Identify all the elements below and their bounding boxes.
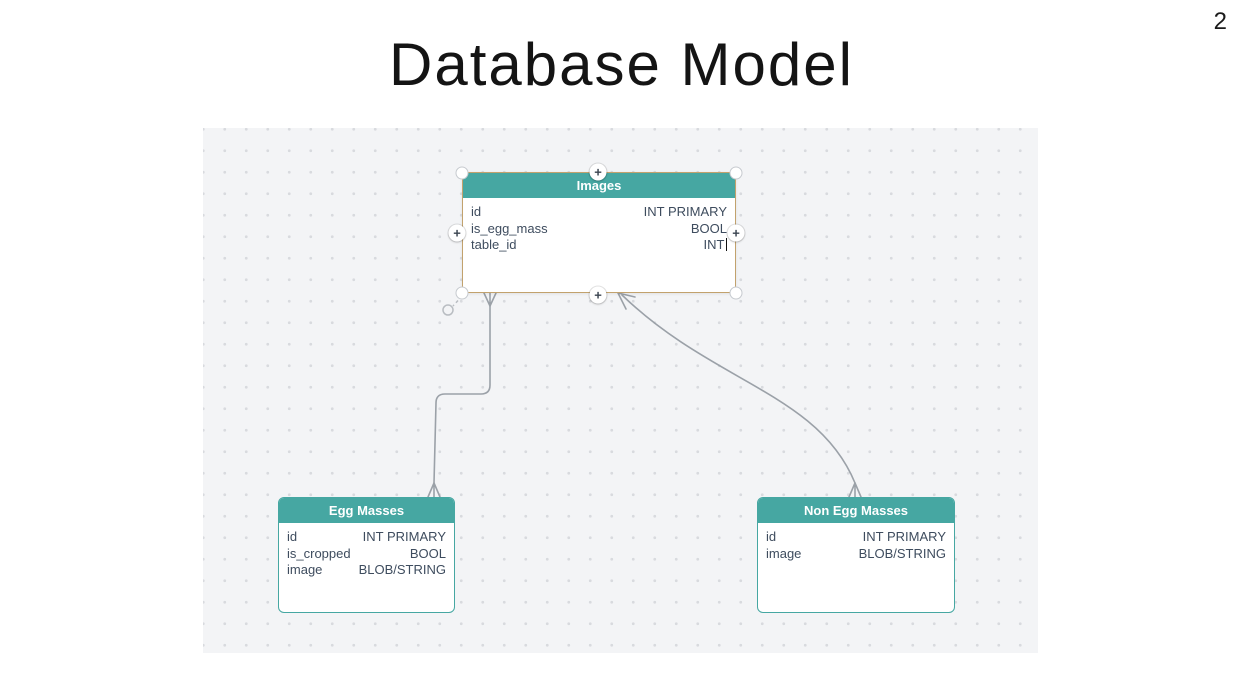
field-name: id bbox=[287, 529, 298, 544]
field-type: INT PRIMARY bbox=[362, 529, 446, 544]
connector-images-egg-masses[interactable] bbox=[427, 292, 497, 498]
crows-foot-icon bbox=[427, 482, 441, 498]
add-relation-handle-bottom[interactable]: + bbox=[589, 286, 607, 304]
resize-handle-top-left[interactable] bbox=[455, 166, 469, 180]
text-cursor bbox=[725, 238, 727, 251]
connector-line[interactable] bbox=[433, 305, 491, 484]
add-relation-handle-left[interactable]: + bbox=[448, 224, 466, 242]
table-header[interactable]: Images bbox=[463, 173, 735, 198]
add-relation-handle-top[interactable]: + bbox=[589, 163, 607, 181]
table-body: id INT PRIMARY image BLOB/STRING bbox=[758, 523, 954, 562]
table-row[interactable]: is_egg_mass BOOL bbox=[463, 221, 735, 238]
resize-handle-bottom-right[interactable] bbox=[729, 286, 743, 300]
connector-drag-handle[interactable] bbox=[442, 304, 454, 316]
arrowhead-icon bbox=[617, 292, 636, 310]
table-row[interactable]: is_cropped BOOL bbox=[279, 546, 454, 563]
crows-foot-icon bbox=[483, 292, 497, 307]
table-body: id INT PRIMARY is_egg_mass BOOL table_id… bbox=[463, 198, 735, 254]
table-row[interactable]: image BLOB/STRING bbox=[758, 546, 954, 563]
field-type: BOOL bbox=[409, 545, 446, 561]
table-row[interactable]: image BLOB/STRING bbox=[279, 562, 454, 579]
field-type: BLOB/STRING bbox=[358, 562, 446, 577]
resize-handle-top-right[interactable] bbox=[729, 166, 743, 180]
table-non-egg-masses[interactable]: Non Egg Masses id INT PRIMARY image BLOB… bbox=[757, 497, 955, 613]
field-type-text: INT bbox=[703, 237, 725, 252]
resize-handle-bottom-left[interactable] bbox=[455, 286, 469, 300]
page-title: Database Model bbox=[389, 31, 854, 98]
field-type: INT PRIMARY bbox=[862, 529, 946, 544]
table-header[interactable]: Egg Masses bbox=[279, 498, 454, 523]
field-name: table_id bbox=[471, 237, 517, 252]
page-number: 2 bbox=[1213, 8, 1227, 35]
table-row[interactable]: id INT PRIMARY bbox=[279, 529, 454, 546]
field-name: id bbox=[471, 204, 482, 219]
connector-line[interactable] bbox=[621, 294, 856, 484]
table-egg-masses[interactable]: Egg Masses id INT PRIMARY is_cropped BOO… bbox=[278, 497, 455, 613]
table-header[interactable]: Non Egg Masses bbox=[758, 498, 954, 523]
field-type: INT PRIMARY bbox=[643, 204, 727, 219]
add-relation-handle-right[interactable]: + bbox=[727, 224, 745, 242]
crows-foot-icon bbox=[848, 482, 862, 498]
field-type: BOOL bbox=[690, 220, 727, 236]
field-type: BLOB/STRING bbox=[858, 545, 946, 561]
table-row[interactable]: id INT PRIMARY bbox=[463, 204, 735, 221]
connector-images-non-egg-masses[interactable] bbox=[617, 292, 862, 498]
diagram-canvas[interactable]: Images id INT PRIMARY is_egg_mass BOOL t… bbox=[203, 128, 1038, 653]
field-name: id bbox=[766, 529, 777, 544]
field-name: is_egg_mass bbox=[471, 220, 548, 236]
field-type-editing[interactable]: INT bbox=[704, 237, 727, 254]
field-name: image bbox=[766, 545, 802, 561]
table-body: id INT PRIMARY is_cropped BOOL image BLO… bbox=[279, 523, 454, 579]
field-name: is_cropped bbox=[287, 545, 351, 561]
table-images[interactable]: Images id INT PRIMARY is_egg_mass BOOL t… bbox=[462, 172, 736, 293]
table-row[interactable]: id INT PRIMARY bbox=[758, 529, 954, 546]
table-row[interactable]: table_id INT bbox=[463, 237, 735, 254]
field-name: image bbox=[287, 562, 323, 577]
